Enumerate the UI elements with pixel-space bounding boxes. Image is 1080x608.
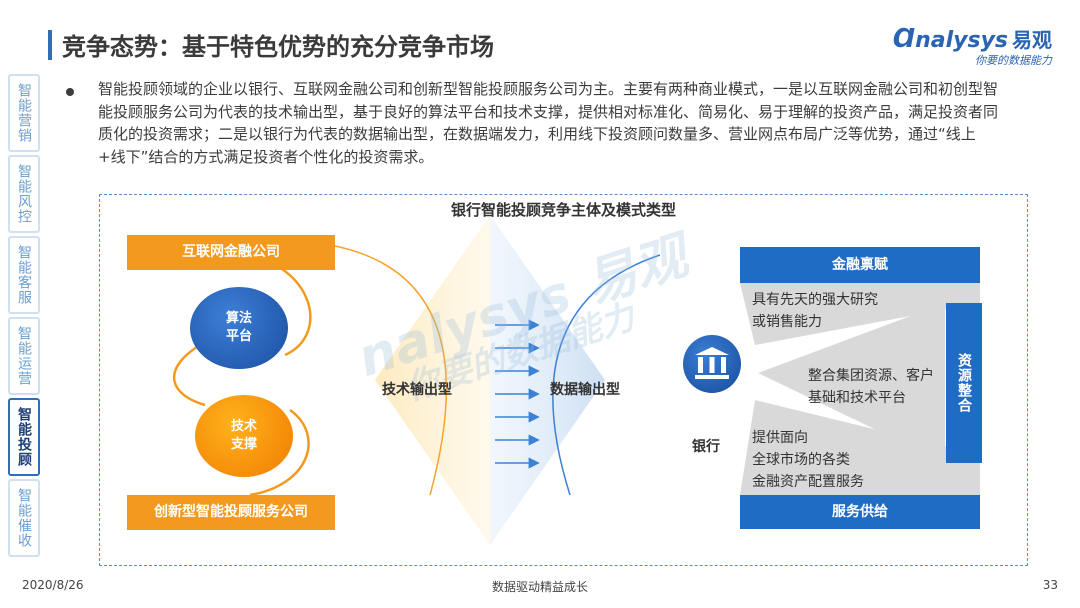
logo-slogan: 你要的数据能力 bbox=[975, 54, 1052, 67]
page-title: 竞争态势：基于特色优势的充分竞争市场 bbox=[62, 33, 494, 61]
nav-item-smart-collection[interactable]: 智能催收 bbox=[8, 479, 40, 557]
grey-wedge-mid bbox=[758, 303, 945, 463]
competition-diagram: nalysys 易观 你要的数据能力 银行智能投顾竞争主体及模式类型 互联网金融… bbox=[99, 194, 1028, 566]
diamond-left-half bbox=[375, 215, 490, 545]
data-output-label: 数据输出型 bbox=[550, 382, 620, 398]
nav-item-smart-marketing[interactable]: 智能营销 bbox=[8, 74, 40, 152]
financial-endowment-box: 金融禀赋 bbox=[740, 247, 980, 283]
endowment-text: 具有先天的强大研究或销售能力 bbox=[752, 292, 878, 330]
right-arc bbox=[552, 254, 661, 496]
diagram-title: 银行智能投顾竞争主体及模式类型 bbox=[450, 201, 676, 219]
service-text: 提供面向全球市场的各类金融资产配置服务 bbox=[752, 430, 864, 490]
nav-item-smart-risk-control[interactable]: 智能风控 bbox=[8, 155, 40, 233]
s-curve-mid bbox=[172, 343, 206, 407]
bank-icon bbox=[683, 335, 741, 393]
integration-text: 整合集团资源、客户基础和技术平台 bbox=[808, 368, 934, 406]
innovative-advisory-box: 创新型智能投顾服务公司 bbox=[127, 495, 335, 530]
title-accent-bar bbox=[48, 30, 52, 60]
side-nav: 智能营销 智能风控 智能客服 智能运营 智能投顾 智能催收 bbox=[8, 74, 44, 560]
nav-item-smart-customer-service[interactable]: 智能客服 bbox=[8, 236, 40, 314]
footer-date: 2020/8/26 bbox=[22, 578, 84, 592]
flow-arrows bbox=[495, 319, 540, 469]
intro-paragraph: 智能投顾领域的企业以银行、互联网金融公司和创新型智能投顾服务公司为主。主要有两种… bbox=[98, 80, 999, 166]
tech-output-label: 技术输出型 bbox=[382, 382, 452, 398]
bullet-dot bbox=[66, 88, 74, 96]
resource-integration-box: 资源整合 bbox=[946, 303, 982, 463]
nav-item-smart-advisory[interactable]: 智能投顾 bbox=[8, 398, 40, 476]
s-curve-bottom bbox=[249, 408, 310, 497]
left-arc bbox=[329, 244, 448, 496]
nav-item-smart-operations[interactable]: 智能运营 bbox=[8, 317, 40, 395]
grey-wedge-top bbox=[740, 283, 980, 345]
algorithm-platform-circle: 算法平台 bbox=[190, 287, 288, 369]
internet-finance-box: 互联网金融公司 bbox=[127, 235, 335, 270]
tech-support-circle: 技术支撑 bbox=[195, 395, 293, 477]
bank-label: 银行 bbox=[692, 439, 720, 455]
footer-slogan: 数据驱动精益成长 bbox=[491, 580, 588, 594]
grey-wedge-bottom bbox=[740, 400, 980, 495]
page-number: 33 bbox=[1042, 578, 1058, 592]
service-supply-box: 服务供给 bbox=[740, 495, 980, 529]
